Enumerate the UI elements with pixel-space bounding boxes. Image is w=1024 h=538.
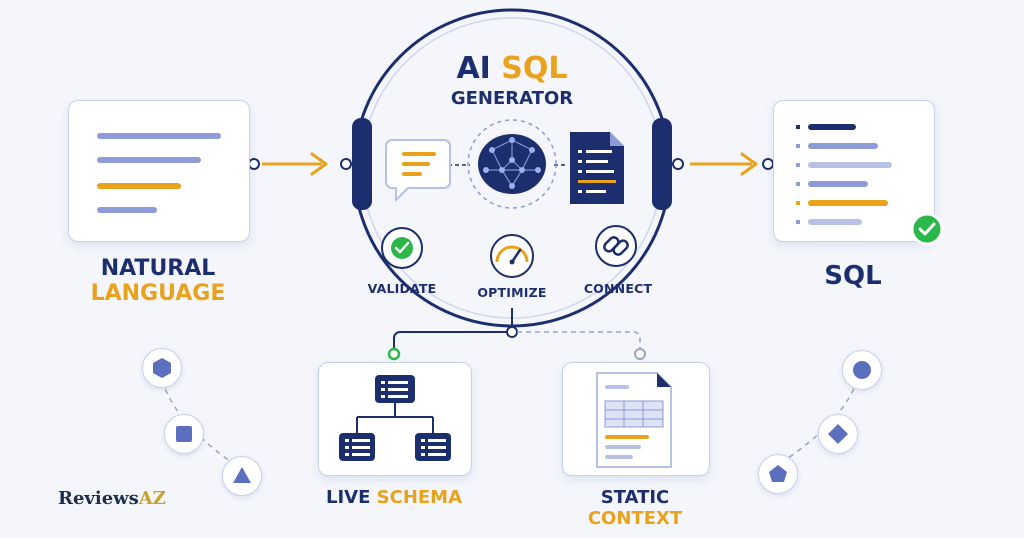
sql-success-check-icon bbox=[910, 212, 944, 246]
right-arrowhead bbox=[740, 152, 758, 176]
natural-language-line2: LANGUAGE bbox=[90, 281, 226, 307]
neural-network-icon bbox=[467, 119, 557, 209]
logo-text-az: AZ bbox=[138, 488, 166, 509]
right-side-pad bbox=[652, 118, 672, 210]
generator-title: AI SQL GENERATOR bbox=[412, 51, 612, 109]
schema-tree-icon bbox=[339, 375, 451, 461]
live-schema-dot bbox=[387, 347, 401, 361]
static-context-line1: STATIC bbox=[600, 487, 670, 508]
validate-label: VALIDATE bbox=[367, 281, 437, 296]
reviewsaz-logo: ReviewsAZ bbox=[58, 488, 166, 509]
chat-bubble-icon bbox=[385, 139, 451, 203]
triangle-shape-node bbox=[222, 456, 262, 496]
chain-link-icon bbox=[595, 225, 637, 267]
natural-language-card bbox=[68, 100, 250, 242]
sql-lines-icon bbox=[796, 124, 892, 225]
live-schema-word1: LIVE bbox=[325, 487, 377, 508]
diamond-icon bbox=[828, 424, 848, 444]
live-schema-word2: SCHEMA bbox=[376, 487, 463, 508]
square-icon bbox=[176, 426, 192, 442]
sql-card bbox=[773, 100, 935, 242]
gauge-icon bbox=[490, 234, 534, 278]
triangle-icon bbox=[233, 467, 251, 483]
sql-document-icon bbox=[570, 132, 624, 204]
live-schema-label: LIVE SCHEMA bbox=[308, 487, 480, 509]
connect-label: CONNECT bbox=[583, 281, 653, 296]
title-generator: GENERATOR bbox=[450, 87, 574, 109]
left-connector-dot bbox=[248, 158, 260, 170]
spreadsheet-document-icon bbox=[596, 372, 672, 468]
title-ai: AI bbox=[456, 51, 502, 86]
square-shape-node bbox=[164, 414, 204, 454]
hexagon-icon bbox=[153, 358, 171, 378]
text-lines-icon bbox=[97, 133, 221, 213]
static-context-label: STATIC CONTEXT bbox=[552, 487, 718, 529]
logo-text-reviews: Reviews bbox=[58, 488, 139, 509]
circle-shape-node bbox=[842, 350, 882, 390]
natural-language-line1: NATURAL bbox=[100, 256, 216, 281]
pentagon-shape-node bbox=[758, 454, 798, 494]
pentagon-icon bbox=[769, 465, 787, 482]
circle-icon bbox=[853, 361, 871, 379]
validate-check-icon bbox=[381, 227, 423, 269]
static-context-dot bbox=[634, 348, 646, 360]
title-sql: SQL bbox=[501, 51, 568, 86]
bottom-junction-dot bbox=[506, 326, 518, 338]
right-connector-dot bbox=[762, 158, 774, 170]
natural-language-label: NATURAL LANGUAGE bbox=[68, 256, 248, 307]
sql-label: SQL bbox=[824, 261, 882, 291]
diamond-shape-node bbox=[818, 414, 858, 454]
hexagon-shape-node bbox=[142, 348, 182, 388]
static-context-card bbox=[562, 362, 710, 476]
left-arrowhead bbox=[310, 152, 328, 176]
live-schema-card bbox=[318, 362, 472, 476]
static-context-line2: CONTEXT bbox=[587, 507, 683, 529]
left-side-pad bbox=[352, 118, 372, 210]
optimize-label: OPTIMIZE bbox=[477, 285, 547, 300]
